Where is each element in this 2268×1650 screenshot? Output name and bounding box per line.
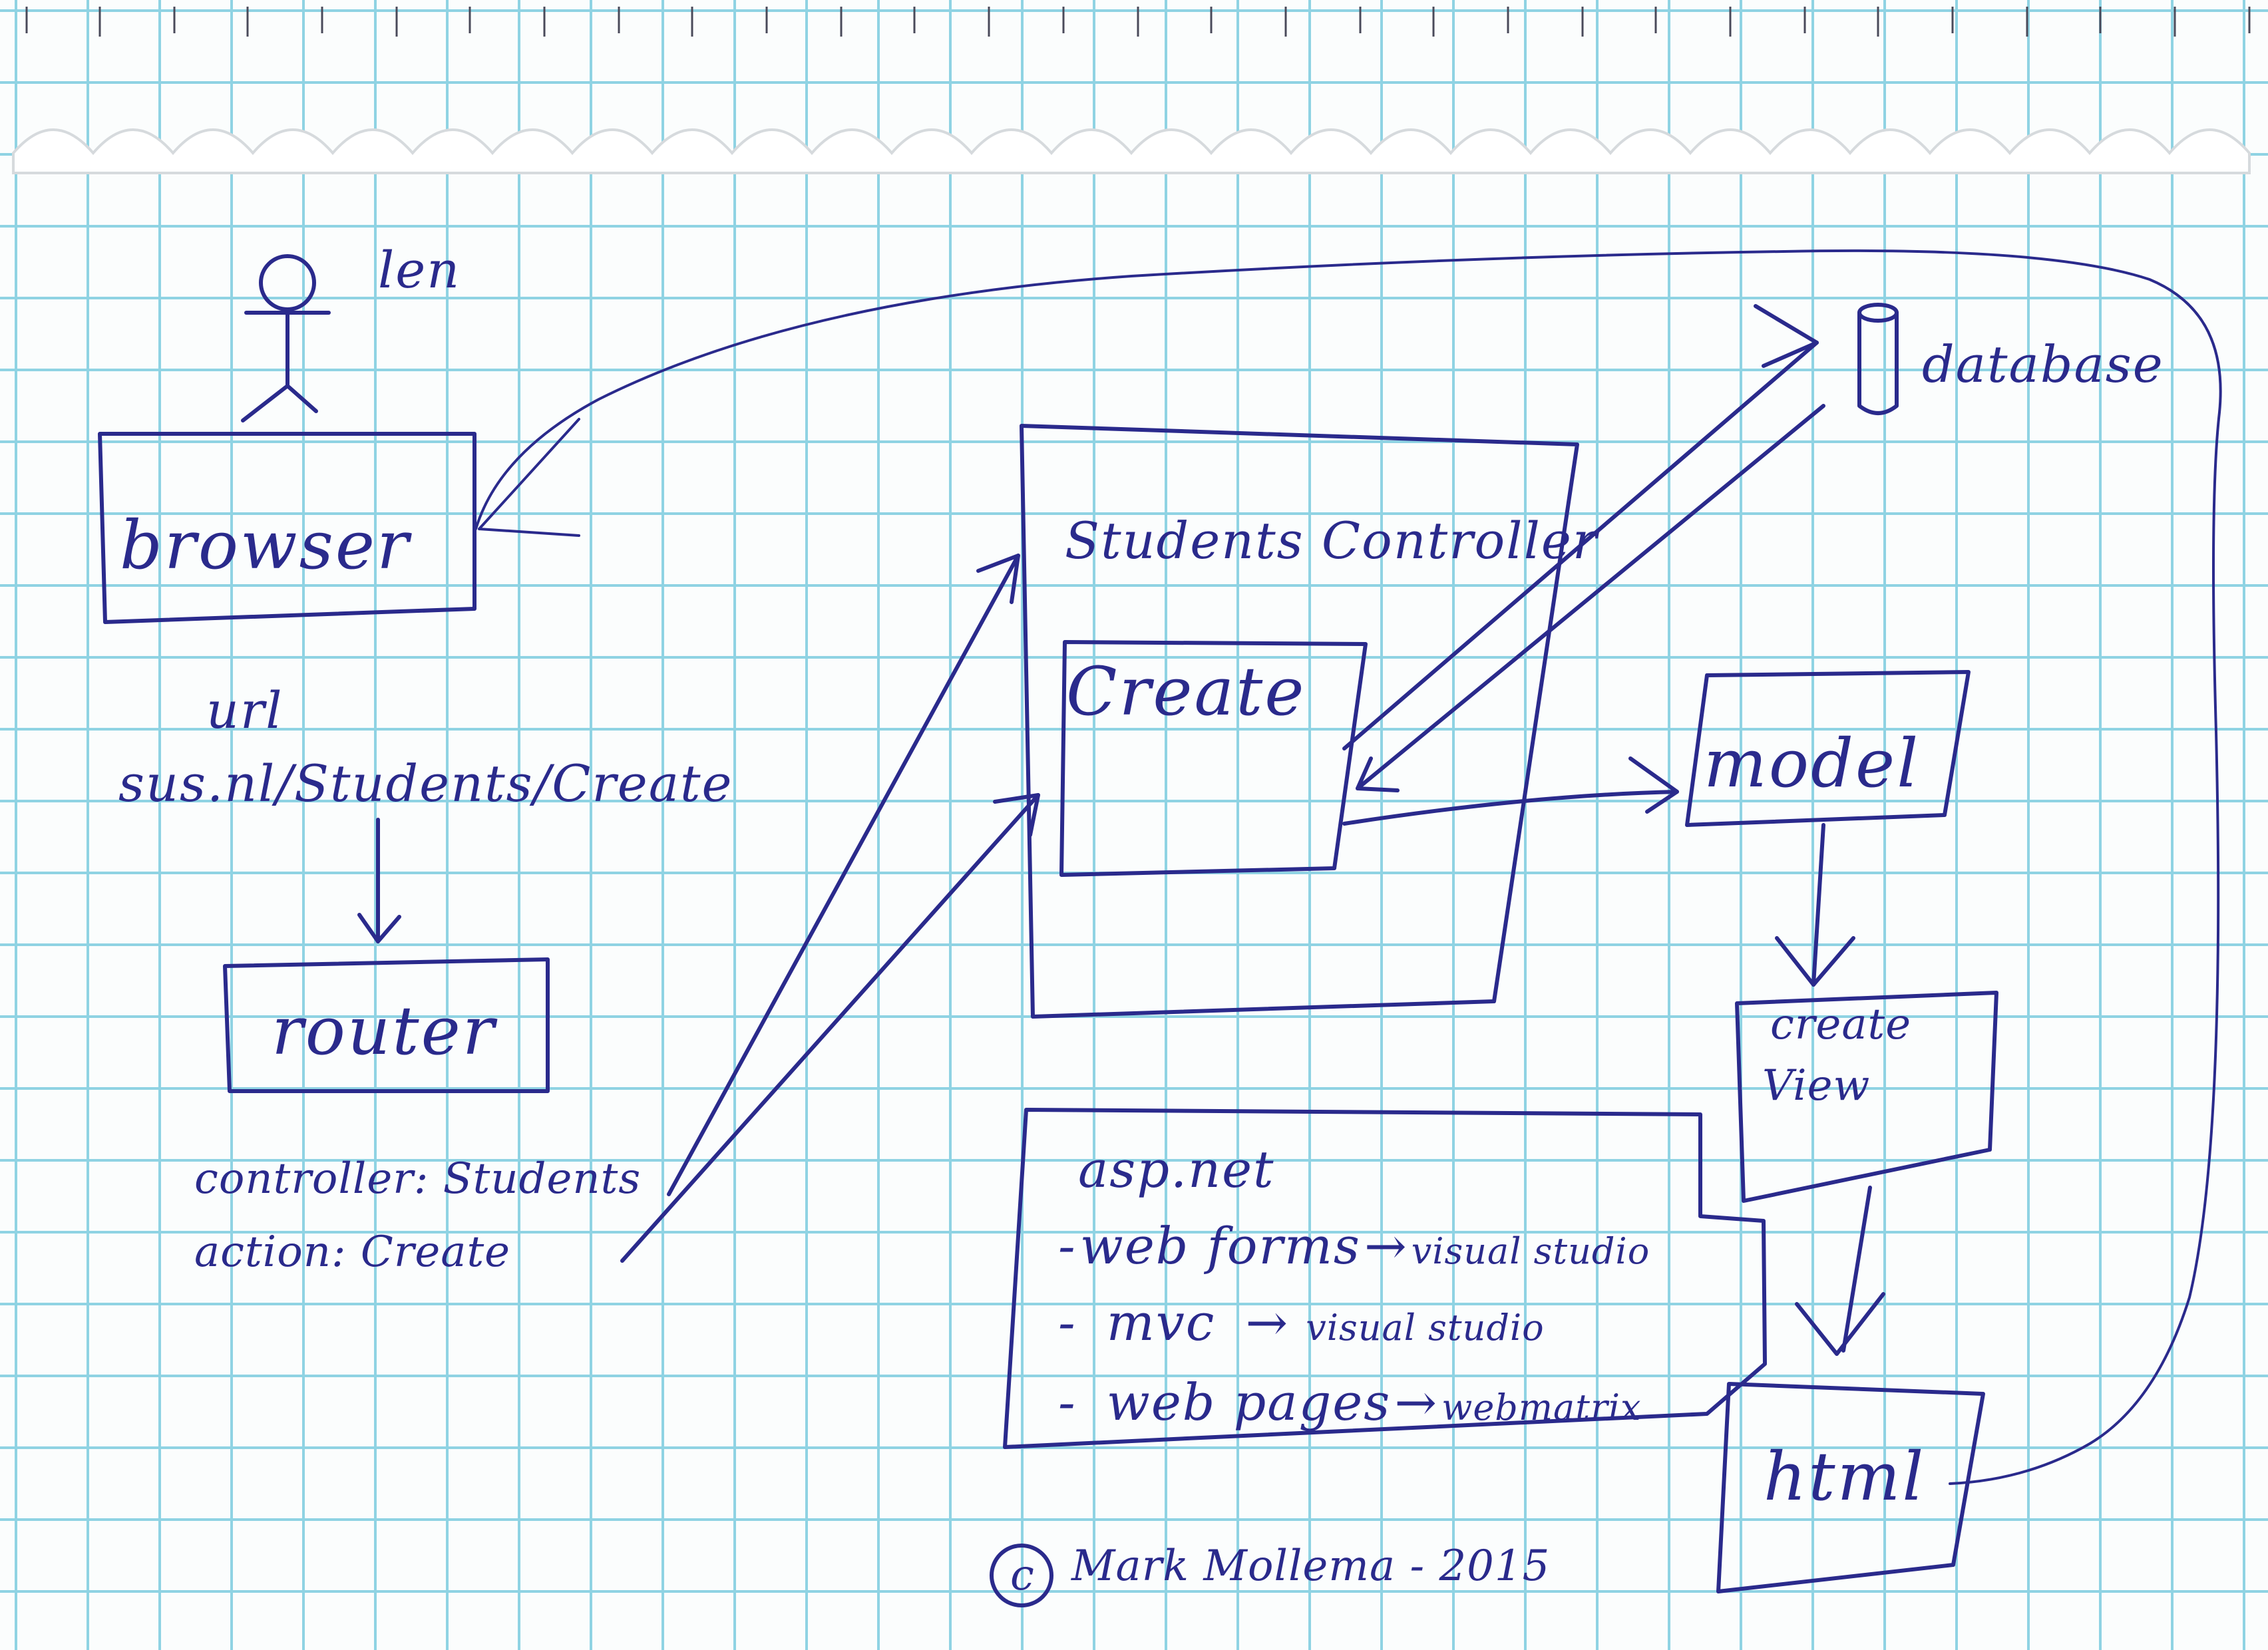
create-to-model-arrow bbox=[1342, 756, 1679, 826]
copyright-circle bbox=[990, 1544, 1053, 1607]
router-box bbox=[223, 957, 550, 1093]
url-title: url bbox=[206, 681, 284, 740]
aspnet-title: asp.net bbox=[1078, 1140, 1275, 1199]
database-to-create-arrow bbox=[1356, 404, 1825, 792]
aspnet-item-dash: - bbox=[1058, 1293, 1077, 1352]
aspnet-item-arrow: → bbox=[1394, 1373, 1438, 1432]
url-to-router-arrow bbox=[357, 818, 401, 943]
database-cylinder bbox=[1857, 303, 1899, 415]
create-action-box bbox=[1059, 640, 1368, 877]
aspnet-item-web-forms: - web forms → visual studio bbox=[1058, 1221, 1650, 1271]
route-action-to-create-arrow bbox=[620, 793, 1040, 1263]
create-view-label-line2: View bbox=[1762, 1061, 1871, 1110]
create-view-box bbox=[1735, 991, 1998, 1203]
aspnet-item-name: web forms bbox=[1079, 1216, 1361, 1275]
aspnet-item-web-pages: - web pages → webmatrix bbox=[1058, 1377, 1641, 1428]
binding-holes bbox=[12, 128, 2251, 174]
route-controller-to-controller-arrow bbox=[667, 554, 1020, 1196]
aspnet-box bbox=[1003, 1108, 1767, 1449]
copyright-symbol: c bbox=[1010, 1551, 1035, 1600]
html-label: html bbox=[1764, 1438, 1926, 1516]
create-to-database-arrow bbox=[1342, 304, 1819, 750]
signature: Mark Mollema - 2015 bbox=[1071, 1542, 1551, 1591]
user-label: len bbox=[378, 240, 461, 299]
students-controller-box bbox=[1020, 424, 1579, 1019]
browser-box bbox=[98, 432, 476, 624]
aspnet-item-dash: - bbox=[1058, 1373, 1077, 1432]
aspnet-item-name: mvc bbox=[1106, 1293, 1216, 1352]
students-controller-label: Students Controller bbox=[1065, 511, 1599, 570]
aspnet-item-tool: visual studio bbox=[1306, 1307, 1545, 1349]
create-view-label-line1: create bbox=[1770, 1000, 1912, 1049]
notebook-binding bbox=[12, 7, 2251, 174]
aspnet-item-tool: webmatrix bbox=[1441, 1387, 1642, 1428]
router-label: router bbox=[272, 992, 496, 1070]
url-value: sus.nl/Students/Create bbox=[118, 754, 733, 813]
aspnet-item-arrow: → bbox=[1245, 1293, 1290, 1352]
aspnet-item-mvc: - mvc → visual studio bbox=[1058, 1297, 1545, 1348]
database-label: database bbox=[1922, 335, 2164, 394]
browser-label: browser bbox=[120, 506, 411, 584]
aspnet-item-arrow: → bbox=[1364, 1216, 1408, 1275]
html-box bbox=[1716, 1382, 1985, 1593]
aspnet-item-name: web pages bbox=[1106, 1373, 1392, 1432]
model-label: model bbox=[1704, 725, 1921, 802]
create-view-to-html-arrow bbox=[1795, 1186, 1885, 1356]
route-controller-line: controller: Students bbox=[194, 1154, 642, 1204]
create-action-label: Create bbox=[1066, 653, 1306, 731]
aspnet-item-dash: - bbox=[1058, 1216, 1077, 1275]
route-action-line: action: Create bbox=[194, 1228, 511, 1277]
user-stick-figure bbox=[241, 254, 331, 422]
model-to-create-view-arrow bbox=[1775, 823, 1855, 987]
binding-tear-marks bbox=[25, 7, 2251, 37]
html-to-browser-arrow bbox=[474, 249, 2222, 1485]
aspnet-item-tool: visual studio bbox=[1411, 1230, 1650, 1272]
model-box bbox=[1685, 670, 1971, 827]
